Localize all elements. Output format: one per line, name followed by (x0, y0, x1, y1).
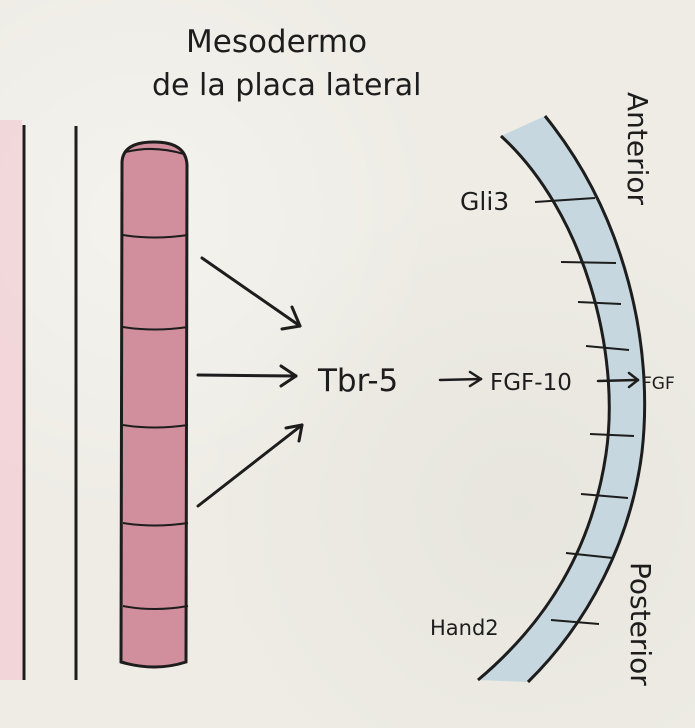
pathway-node-1: Tbr-5 (317, 363, 398, 399)
orientation-posterior: Posterior (624, 562, 657, 686)
input-arrows (198, 258, 302, 506)
limb-label-top: Gli3 (460, 187, 509, 216)
title-line-1: Mesodermo (186, 24, 367, 60)
side-pink-band (0, 120, 22, 680)
orientation-anterior: Anterior (621, 92, 654, 206)
pathway-node-2: FGF-10 (490, 370, 572, 396)
pathway-node-3: FGF (642, 374, 675, 394)
limb-label-bottom: Hand2 (430, 616, 499, 640)
mesoderm-column (121, 142, 188, 667)
title-line-2: de la placa lateral (152, 68, 421, 103)
